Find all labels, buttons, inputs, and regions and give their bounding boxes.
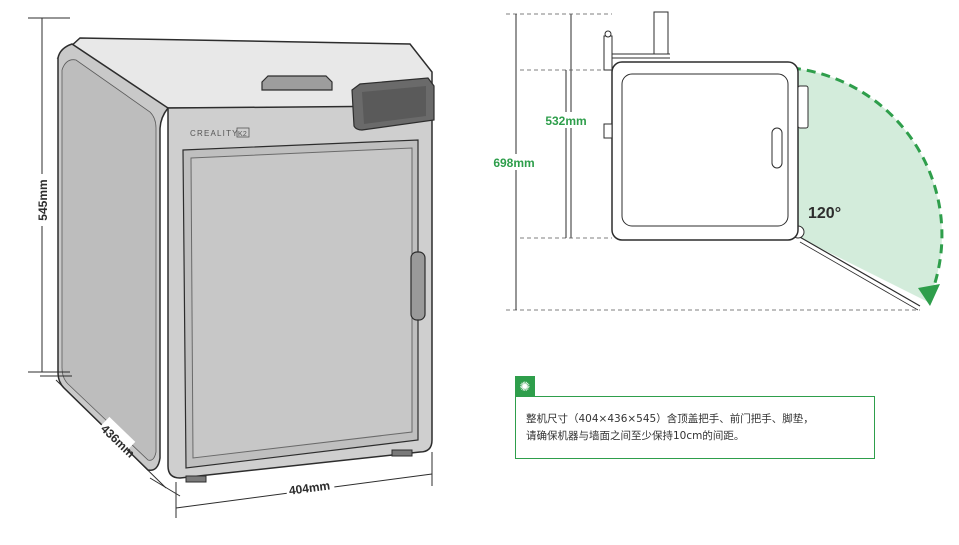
printer-top-view: 532mm 698mm 120° xyxy=(482,11,944,311)
front-handle-top-view xyxy=(797,85,809,129)
printer-foot-front xyxy=(185,475,207,483)
dimension-width: 404mm xyxy=(175,452,433,518)
open-door xyxy=(797,235,921,307)
top-lid-handle xyxy=(261,75,333,91)
brand-logo-text: CREALITY xyxy=(190,129,239,138)
tip-line-2: 请确保机器与墙面之间至少保持10cm的间距。 xyxy=(526,430,745,442)
brand-badge-frame xyxy=(236,127,250,138)
spool-holder xyxy=(653,11,669,55)
swing-arrow-icon xyxy=(918,284,940,306)
tip-line-1: 整机尺寸（404×436×545）含顶盖把手、前门把手、脚垫， xyxy=(526,413,814,425)
width-label: 404mm xyxy=(288,478,331,497)
printer-foot-right xyxy=(391,449,413,457)
closed-door-handle xyxy=(771,127,783,169)
height-label: 545mm xyxy=(36,179,50,220)
door-angle-label: 120° xyxy=(808,205,841,222)
printer-body-inner xyxy=(621,73,789,227)
tip-box xyxy=(515,396,875,459)
outer-height-label: 698mm xyxy=(493,156,534,170)
touch-screen-display xyxy=(362,86,426,124)
tip-text: 整机尺寸（404×436×545）含顶盖把手、前门把手、脚垫， 请确保机器与墙面… xyxy=(526,411,871,445)
printer-door-glass xyxy=(190,147,413,459)
filament-connector xyxy=(603,35,613,71)
dimension-height: 545mm xyxy=(28,17,70,373)
lightbulb-icon: ✺ xyxy=(515,376,535,396)
inner-height-label: 532mm xyxy=(545,114,586,128)
door-swing-area xyxy=(792,68,942,302)
door-swing-arc xyxy=(791,66,944,303)
rear-cable-port xyxy=(603,123,613,139)
rear-port xyxy=(604,30,612,38)
printer-3d-view: CREALITY K2 545mm 436mm 404mm xyxy=(28,17,435,518)
door-handle xyxy=(410,251,426,321)
printer-side-edge xyxy=(61,59,157,461)
brand-badge: K2 xyxy=(238,131,247,138)
